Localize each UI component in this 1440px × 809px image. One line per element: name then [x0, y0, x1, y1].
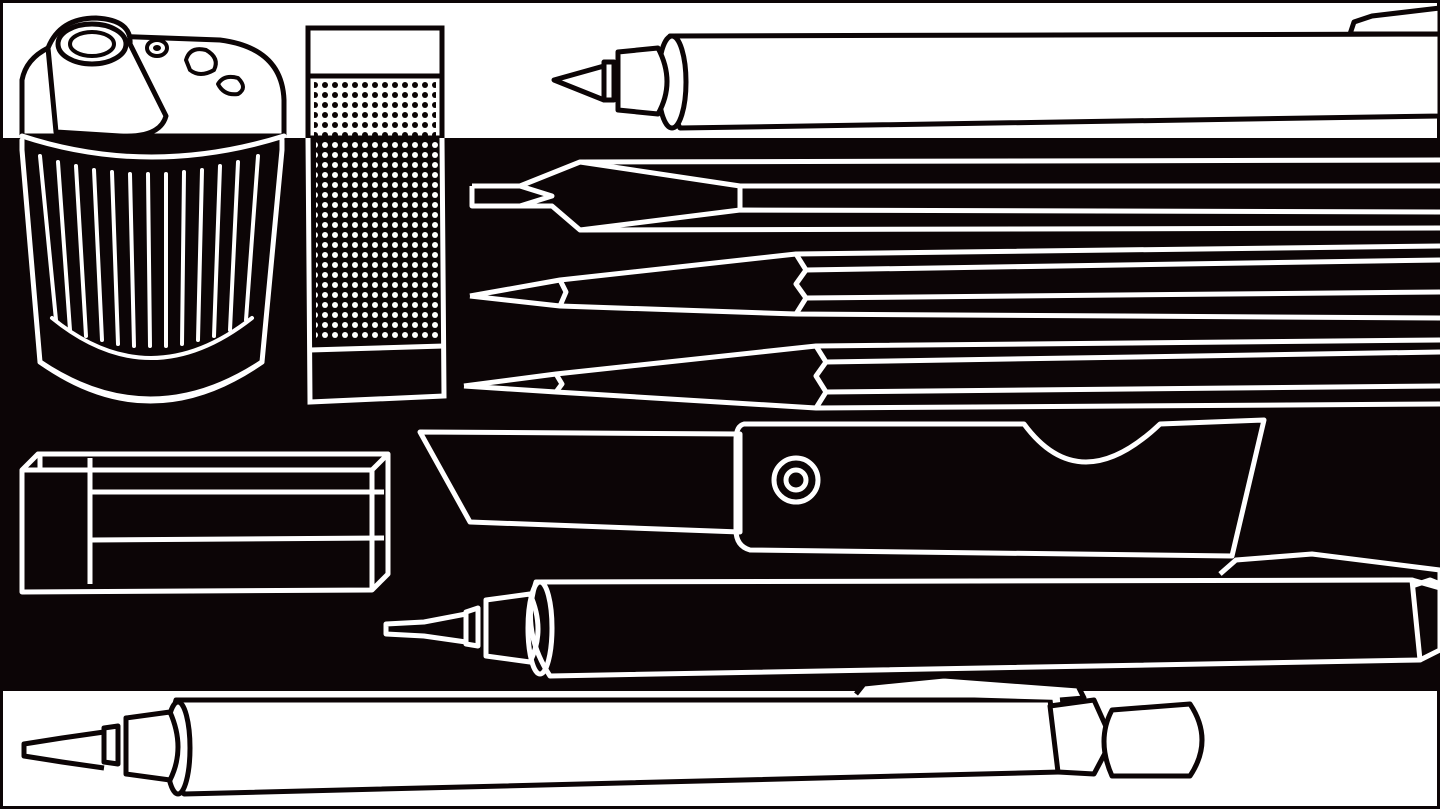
utility-knife	[417, 417, 1267, 559]
technical-pen	[21, 673, 1205, 797]
ink-band	[0, 138, 1440, 691]
eraser-upright	[305, 25, 447, 405]
technical-pen	[383, 551, 1440, 679]
sharpened-pencil	[463, 337, 1440, 411]
technical-pen	[551, 5, 1440, 131]
eraser-block	[19, 451, 391, 595]
pencil-sharpener	[19, 15, 287, 404]
sharpened-pencil	[469, 243, 1440, 321]
sharpened-pencil	[469, 157, 1440, 233]
